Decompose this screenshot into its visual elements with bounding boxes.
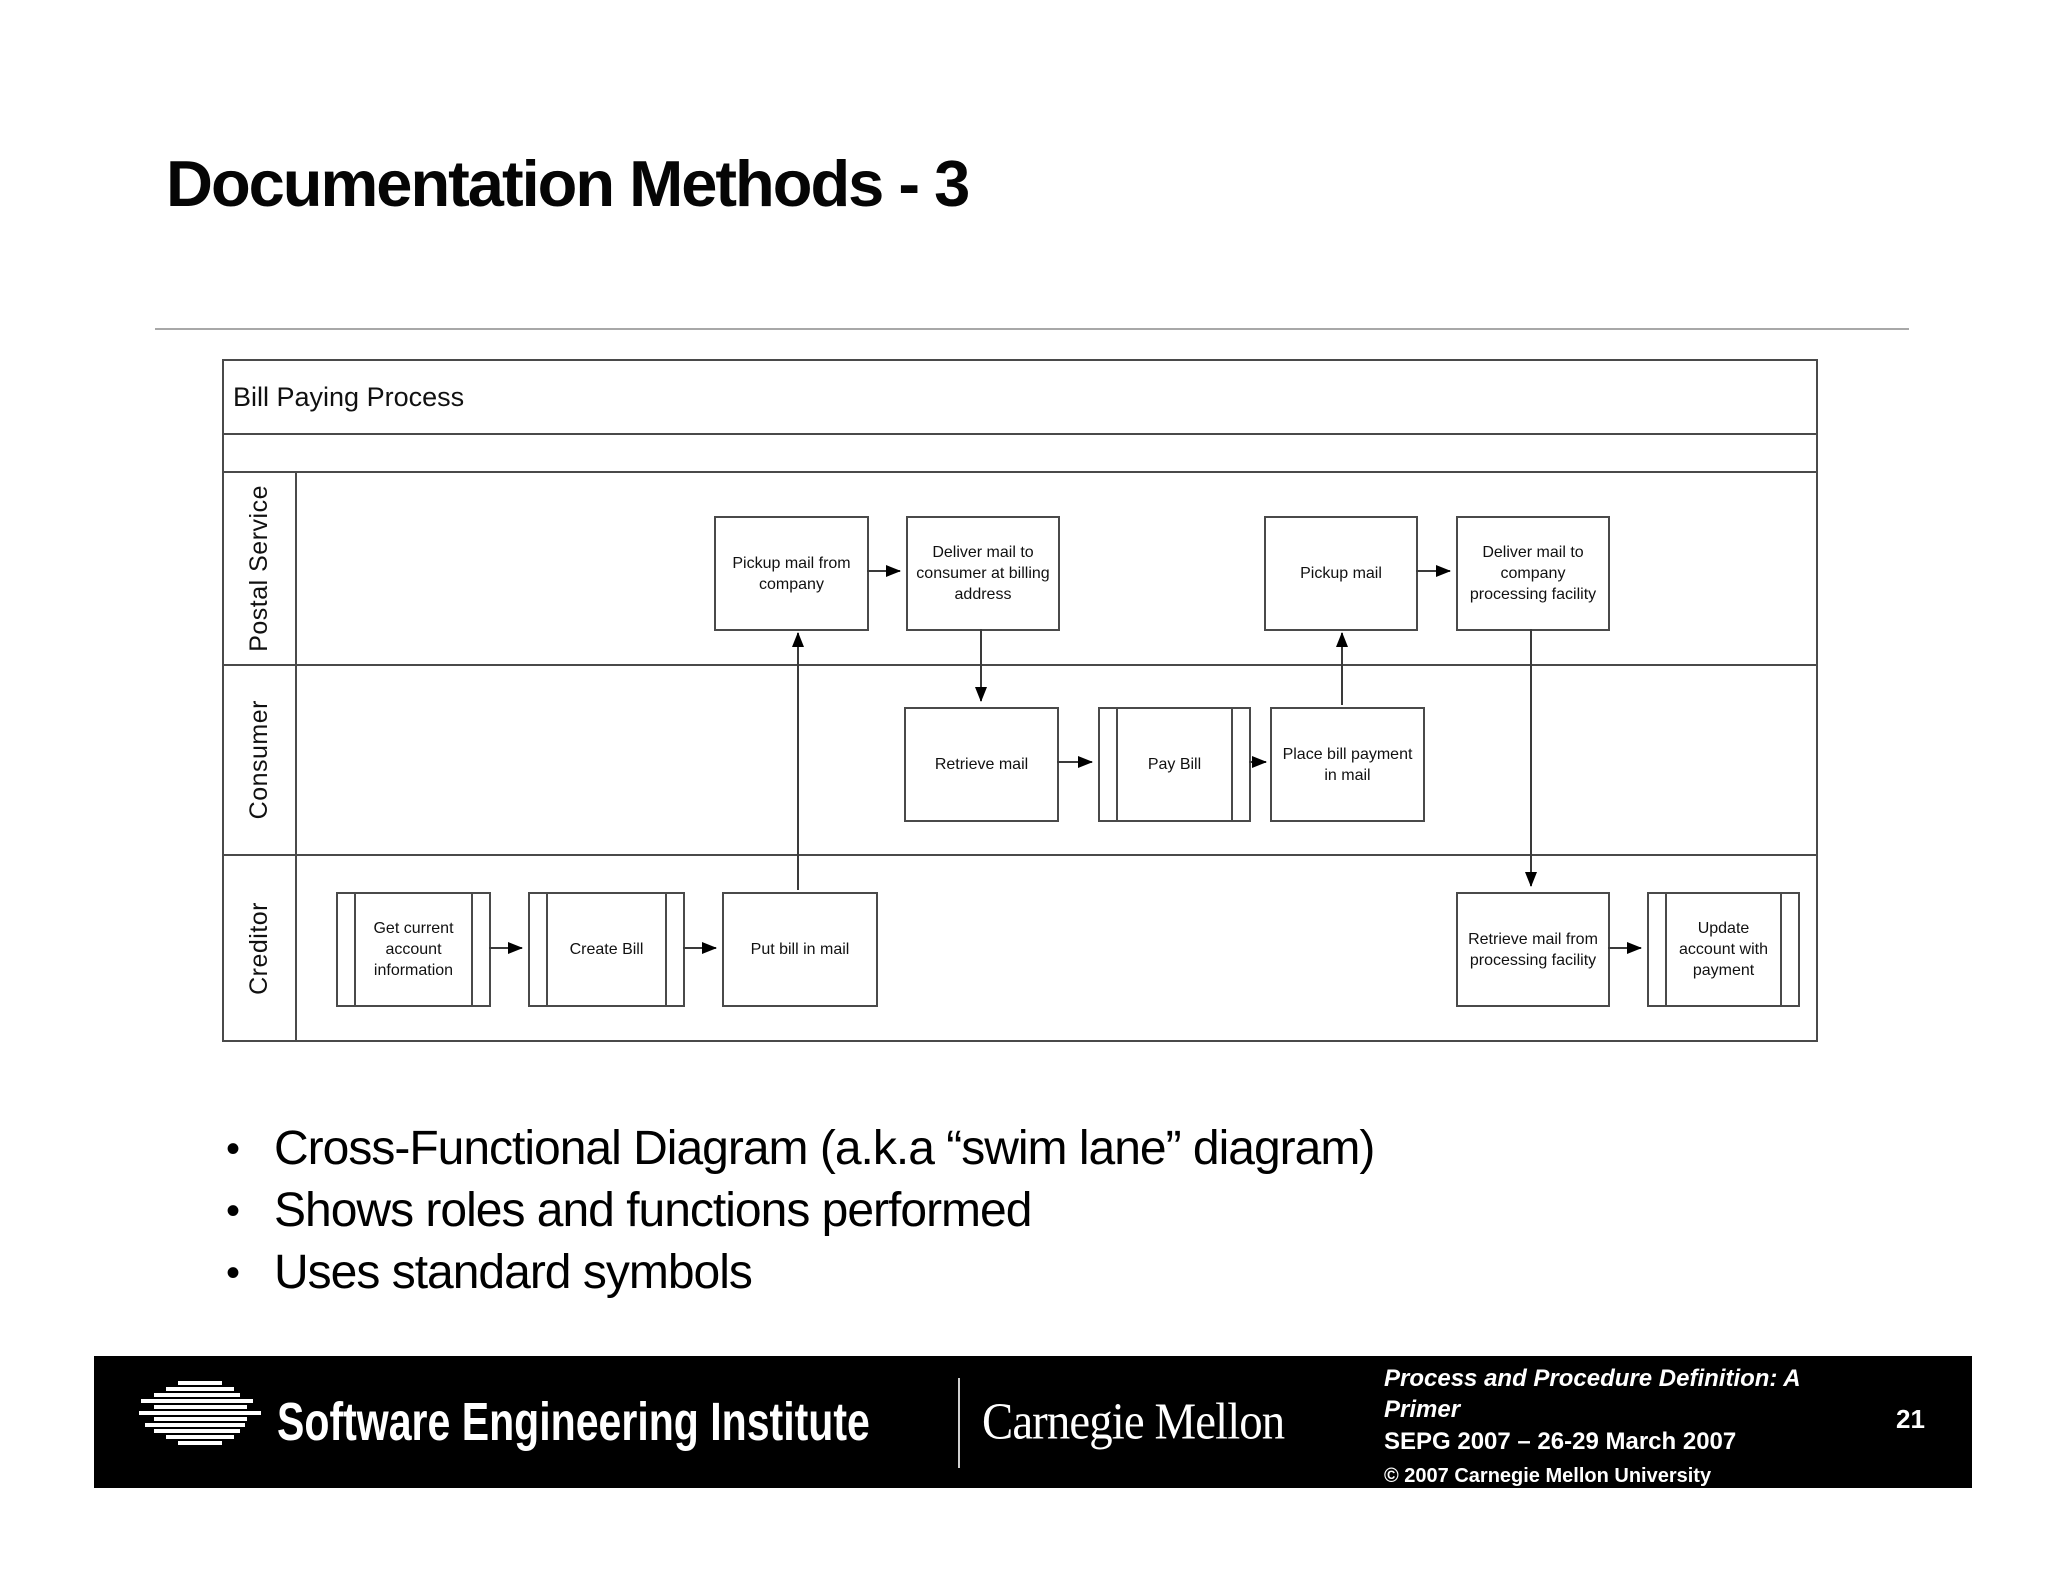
box-update-account-with-payment: Update account with payment (1647, 892, 1800, 1007)
lane-label-text: Creditor (245, 901, 273, 995)
lane-creditor: Creditor (224, 856, 1816, 1040)
title-divider (155, 328, 1909, 330)
bullet-text: Shows roles and functions performed (274, 1184, 1032, 1237)
swimlane-diagram: Bill Paying Process Postal Service Consu… (222, 359, 1818, 1042)
box-put-bill-in-mail: Put bill in mail (722, 892, 878, 1007)
box-get-current-account-information: Get current account information (336, 892, 491, 1007)
lane-label-creditor: Creditor (224, 856, 297, 1040)
box-pickup-mail-from-company: Pickup mail from company (714, 516, 869, 631)
bullet-icon: • (226, 1251, 240, 1295)
box-retrieve-mail: Retrieve mail (904, 707, 1059, 822)
footer-info: Process and Procedure Definition: A Prim… (1384, 1363, 1829, 1488)
box-create-bill: Create Bill (528, 892, 685, 1007)
bullet-text: Cross-Functional Diagram (a.k.a “swim la… (274, 1122, 1375, 1175)
org-name: Software Engineering Institute (277, 1392, 870, 1452)
lane-label-text: Postal Service (245, 485, 273, 652)
list-item: • Cross-Functional Diagram (a.k.a “swim … (226, 1118, 1375, 1180)
bullet-list: • Cross-Functional Diagram (a.k.a “swim … (226, 1118, 1375, 1304)
diagram-title: Bill Paying Process (233, 381, 465, 412)
copyright-notice: © 2007 Carnegie Mellon University (1384, 1465, 1712, 1487)
bullet-icon: • (226, 1189, 240, 1233)
presentation-title: Process and Procedure Definition: A Prim… (1384, 1365, 1800, 1423)
sei-logo (139, 1381, 261, 1445)
lane-postal-service: Postal Service (224, 473, 1816, 666)
box-deliver-mail-to-facility: Deliver mail to company processing facil… (1456, 516, 1610, 631)
event-date: SEPG 2007 – 26-29 March 2007 (1384, 1428, 1737, 1455)
diagram-title-row: Bill Paying Process (224, 361, 1816, 435)
university-wordmark: Carnegie Mellon (982, 1393, 1285, 1451)
page-title: Documentation Methods - 3 (166, 147, 970, 220)
bullet-icon: • (226, 1127, 240, 1171)
box-retrieve-mail-from-facility: Retrieve mail from processing facility (1456, 892, 1610, 1007)
page-number: 21 (1896, 1404, 1925, 1434)
box-pickup-mail: Pickup mail (1264, 516, 1418, 631)
lane-label-postal-service: Postal Service (224, 473, 297, 664)
diagram-spacer-row (224, 435, 1816, 473)
list-item: • Uses standard symbols (226, 1242, 1374, 1304)
footer-divider (958, 1378, 960, 1468)
box-place-bill-payment-in-mail: Place bill payment in mail (1270, 707, 1425, 822)
bullet-text: Uses standard symbols (274, 1246, 753, 1299)
lane-consumer: Consumer (224, 666, 1816, 856)
lane-label-consumer: Consumer (224, 666, 297, 854)
lane-label-text: Consumer (245, 700, 273, 820)
box-deliver-mail-to-consumer: Deliver mail to consumer at billing addr… (906, 516, 1060, 631)
box-pay-bill: Pay Bill (1098, 707, 1251, 822)
list-item: • Shows roles and functions performed (226, 1180, 1374, 1242)
footer-bar: Software Engineering Institute Carnegie … (94, 1356, 1972, 1488)
